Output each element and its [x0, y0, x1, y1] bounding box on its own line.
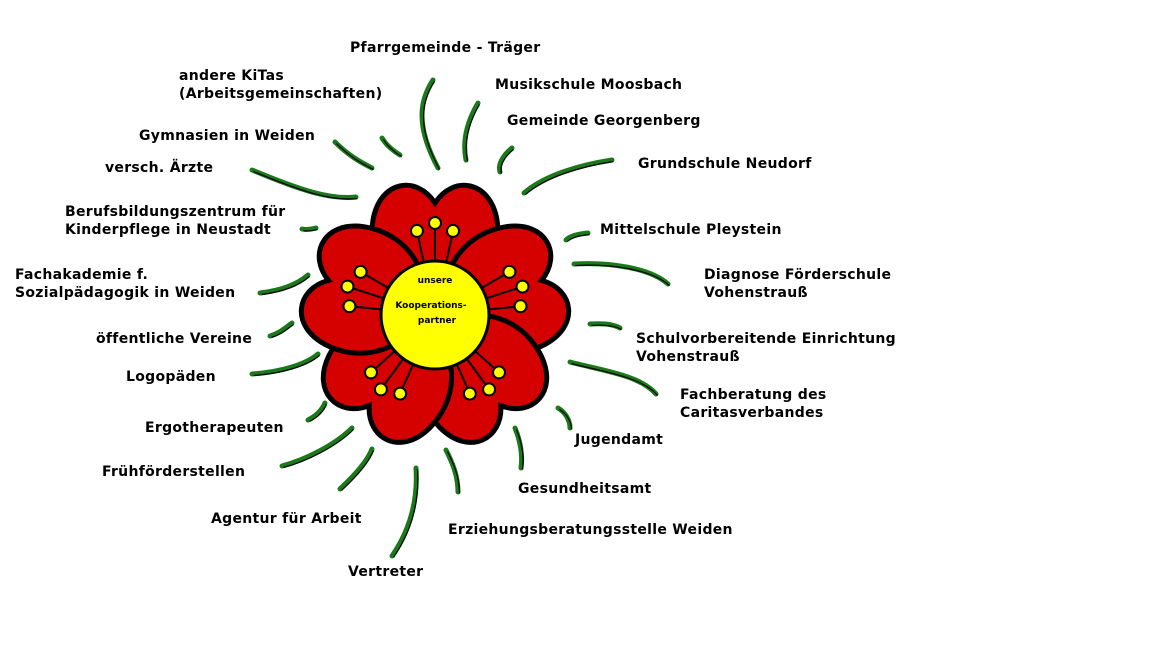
connector-stroke-shadow [446, 451, 461, 494]
stamen-anther [353, 264, 368, 279]
connector-stroke-shadow [422, 81, 441, 170]
connector-stroke-shadow [261, 276, 310, 296]
connector-strokes [249, 77, 671, 559]
connector-stroke [587, 321, 623, 331]
partner-label-vereine: öffentliche Vereine [96, 331, 253, 347]
partner-label-mittelschule: Mittelschule Pleystein [600, 222, 782, 238]
stamen-anther [342, 299, 357, 314]
stamen-anther [502, 264, 517, 279]
connector-stroke [521, 157, 615, 196]
partner-label-ergotherapeuten: Ergotherapeuten [145, 420, 284, 436]
partner-label-aerzte: versch. Ärzte [105, 160, 214, 176]
partner-label-logopaeden: Logopäden [126, 369, 216, 385]
connector-stroke [389, 465, 419, 559]
connector-stroke-shadow [559, 408, 573, 430]
connector-stroke [419, 77, 441, 171]
partner-label-fruehfoerderstellen: Frühförderstellen [102, 464, 246, 480]
connector-stroke-shadow [571, 362, 658, 396]
partner-label-fachberatung: Fachberatung des Caritasverbandes [680, 387, 827, 421]
connector-stroke-shadow [567, 233, 590, 242]
connector-stroke-shadow [309, 404, 328, 423]
connector-stroke-shadow [253, 170, 358, 200]
partner-label-gemeinde: Gemeinde Georgenberg [507, 113, 701, 129]
stamen-anther [446, 223, 461, 238]
connector-stroke-shadow [271, 324, 294, 339]
partner-label-gymnasien: Gymnasien in Weiden [139, 128, 316, 144]
connector-stroke-shadow [393, 469, 419, 558]
partner-label-diagnose-foerderschule: Diagnose Förderschule Vohenstrauß [704, 267, 892, 301]
connector-stroke [279, 425, 355, 469]
partner-label-vertreter: Vertreter [348, 564, 424, 580]
stamen-anther [340, 279, 355, 294]
connector-stroke-shadow [575, 264, 670, 286]
connector-stroke [332, 139, 375, 171]
partner-label-agentur: Agentur für Arbeit [211, 511, 362, 527]
connector-stroke-shadow [382, 139, 402, 158]
connector-stroke [267, 320, 295, 339]
connector-stroke [563, 230, 591, 243]
connector-stroke [249, 167, 359, 200]
connector-stroke-shadow [515, 429, 524, 470]
stamen-anther [393, 386, 408, 401]
connector-stroke [443, 447, 461, 495]
partner-label-schulvorbereitende: Schulvorbereitende Einrichtung Vohenstra… [636, 331, 896, 365]
connector-stroke [497, 145, 515, 175]
connector-stroke-shadow [341, 450, 375, 491]
connector-stroke [512, 425, 525, 471]
stamen-anther [373, 382, 388, 397]
connector-stroke [305, 400, 328, 423]
stamen-anther [492, 365, 507, 380]
connector-stroke [299, 225, 319, 232]
connector-stroke [257, 272, 311, 296]
connector-stroke [462, 100, 481, 163]
stamen-anther [409, 223, 424, 238]
connector-stroke-shadow [336, 143, 374, 171]
connector-stroke-shadow [465, 104, 481, 162]
stamen-anther [462, 386, 477, 401]
connector-stroke-shadow [591, 324, 622, 331]
connector-stroke [571, 261, 671, 287]
flower-center [379, 259, 491, 371]
center-text-line1: unsere [418, 276, 453, 286]
center-text-line2: Kooperations- [395, 301, 467, 311]
connector-stroke [337, 446, 375, 492]
partner-label-musikschule: Musikschule Moosbach [495, 77, 683, 93]
partner-label-jugendamt: Jugendamt [575, 432, 664, 448]
partner-label-andere-kitas: andere KiTas (Arbeitsgemeinschaften) [179, 68, 383, 102]
partner-label-erziehungsberatung: Erziehungsberatungsstelle Weiden [448, 522, 733, 538]
stamen-anther [428, 216, 442, 230]
partner-label-pfarrgemeinde: Pfarrgemeinde - Träger [350, 40, 541, 56]
partner-label-fachakademie: Fachakademie f. Sozialpädagogik in Weide… [15, 267, 236, 301]
stamen-anther [515, 279, 530, 294]
stamen-anther [513, 299, 528, 314]
partner-label-berufsbildungszentrum: Berufsbildungszentrum für Kinderpflege i… [65, 204, 286, 238]
center-text-line3: partner [418, 316, 457, 326]
connector-stroke [249, 351, 321, 377]
partner-label-gesundheitsamt: Gesundheitsamt [518, 481, 652, 497]
stamen-anther [482, 382, 497, 397]
connector-stroke-shadow [303, 228, 318, 232]
connector-stroke-shadow [525, 160, 614, 195]
connector-stroke-shadow [283, 429, 354, 469]
connector-stroke-shadow [253, 355, 320, 377]
partner-label-grundschule: Grundschule Neudorf [638, 156, 812, 172]
stamen-anther [363, 365, 378, 380]
connector-stroke-shadow [500, 149, 514, 174]
